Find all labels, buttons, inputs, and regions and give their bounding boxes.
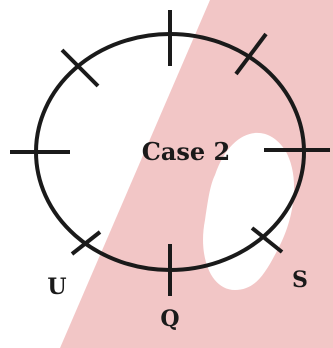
- seat-label-u: U: [47, 274, 66, 300]
- seat-markers: [10, 10, 330, 296]
- watermark-logo: [60, 0, 333, 348]
- seat-label-q: Q: [160, 306, 179, 332]
- seat-bottom-left: [70, 230, 102, 256]
- seat-label-s: S: [292, 267, 308, 293]
- seat-bottom-right: [250, 226, 284, 254]
- center-label: Case 2: [142, 137, 231, 166]
- watermark-cutout: [203, 132, 295, 290]
- seat-top-left: [60, 48, 100, 88]
- seat-top-right: [234, 32, 268, 76]
